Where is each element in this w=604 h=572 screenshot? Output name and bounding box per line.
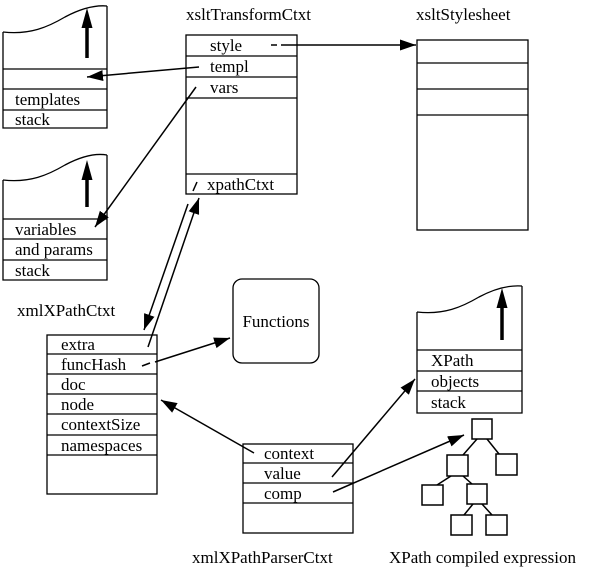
row-node: node [61, 394, 95, 414]
stylesheet-box [416, 39, 529, 231]
tree-node [485, 514, 508, 536]
row-vars: vars [210, 78, 239, 97]
row-objects: objects [431, 371, 480, 391]
expression-tree [421, 418, 518, 536]
tree-node [466, 483, 488, 505]
arrow-value-to-objects-stack [331, 378, 416, 478]
arrow-xpathctxt-box-to-xpathctxt [147, 197, 200, 348]
up-arrow-icon [81, 8, 93, 58]
row-and-params: and params [15, 240, 93, 259]
transform-ctxt-title: xsltTransformCtxt [186, 5, 312, 24]
row-stack: stack [431, 392, 466, 412]
transform-ctxt-box [185, 34, 298, 195]
functions-box [232, 278, 320, 364]
arrow-xpathctxt-to-xpathctxt-box [143, 181, 198, 331]
row-value: value [264, 463, 301, 483]
row-xpathctxt: xpathCtxt [207, 174, 275, 194]
row-contextsize: contextSize [61, 415, 141, 434]
tree-node [446, 454, 469, 477]
row-context: context [264, 444, 315, 463]
row-templ: templ [210, 57, 249, 76]
arrow-templ-to-templates-stack [86, 66, 200, 82]
tree-node [421, 484, 444, 506]
parser-ctxt-title: xmlXPathParserCtxt [192, 548, 333, 567]
xpath-ctxt-title: xmlXPathCtxt [17, 301, 116, 320]
up-arrow-icon [496, 288, 508, 340]
up-arrow-icon [81, 160, 93, 207]
templates-stack-box [2, 5, 108, 129]
tree-node [495, 453, 518, 476]
row-doc: doc [61, 374, 86, 394]
row-funchash: funcHash [61, 354, 127, 374]
row-style: style [210, 36, 243, 55]
xpath-ctxt-box [46, 334, 158, 495]
compiled-expression-caption: XPath compiled expression [389, 548, 576, 567]
row-templates: templates [15, 90, 81, 109]
row-stack: stack [15, 109, 50, 129]
tree-node [471, 418, 493, 440]
row-xpath: XPath [431, 351, 474, 370]
row-extra: extra [61, 335, 95, 354]
row-namespaces: namespaces [61, 435, 143, 455]
row-comp: comp [264, 483, 302, 503]
arrow-comp-to-compiled-expression [332, 434, 465, 493]
arrow-context-to-xpathctxt-box [160, 399, 255, 454]
tree-node [450, 514, 473, 536]
stylesheet-title: xsltStylesheet [416, 5, 511, 24]
row-stack: stack [15, 260, 50, 280]
arrow-vars-to-variables-stack [94, 86, 197, 228]
arrow-funchash-to-functions [141, 337, 231, 367]
row-variables: variables [15, 219, 77, 239]
objects-stack-box [416, 285, 523, 414]
functions-label: Functions [242, 311, 310, 331]
parser-ctxt-box [242, 443, 354, 534]
